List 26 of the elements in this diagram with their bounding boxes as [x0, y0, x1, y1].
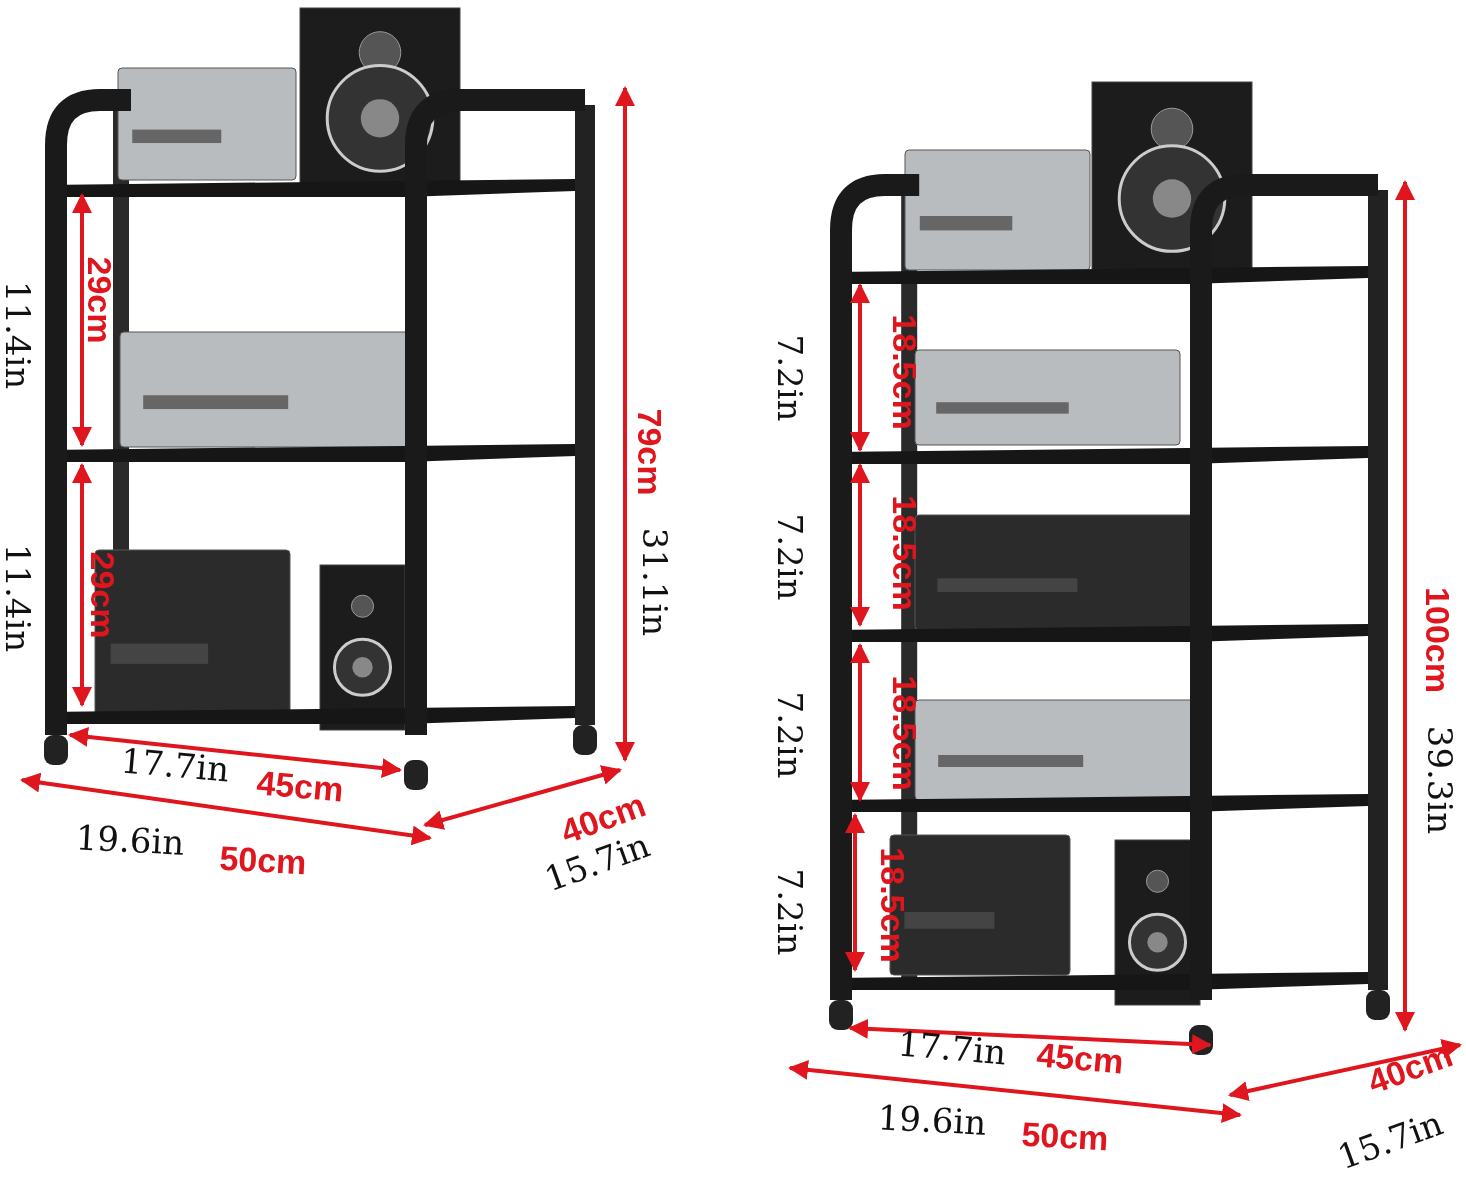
dimension-label: 45cm: [255, 765, 345, 807]
dimension-label: 7.2in: [773, 868, 807, 956]
dimension-label: 45cm: [1035, 1037, 1125, 1079]
dimension-label: 18.5cm: [888, 495, 922, 611]
dimension-label: 11.4in: [1, 543, 35, 653]
dimension-label: 39.3in: [1423, 725, 1457, 835]
dimension-label: 19.6in: [876, 1100, 988, 1140]
dimension-label: 17.7in: [119, 743, 231, 787]
dimension-label: 79cm: [633, 408, 667, 496]
dimension-label: 29cm: [86, 551, 120, 639]
dimension-label: 18.5cm: [876, 847, 910, 963]
dimension-label: 15.7in: [1333, 1105, 1447, 1175]
dimension-label: 100cm: [1421, 587, 1455, 693]
dimension-label: 7.2in: [773, 513, 807, 601]
dimension-label: 40cm: [1363, 1037, 1457, 1099]
dimension-label: 11.4in: [1, 280, 35, 390]
dimension-label: 31.1in: [638, 527, 672, 637]
dimension-label: 7.2in: [773, 334, 807, 422]
dimension-label: 19.6in: [74, 820, 186, 860]
dimension-label: 50cm: [218, 840, 308, 880]
dimension-label: 50cm: [1020, 1116, 1110, 1156]
dimension-label: 18.5cm: [888, 314, 922, 430]
dimension-label: 18.5cm: [888, 675, 922, 791]
dimension-label: 29cm: [83, 256, 117, 344]
dimension-label: 17.7in: [896, 1026, 1008, 1070]
dimension-label: 7.2in: [773, 691, 807, 779]
